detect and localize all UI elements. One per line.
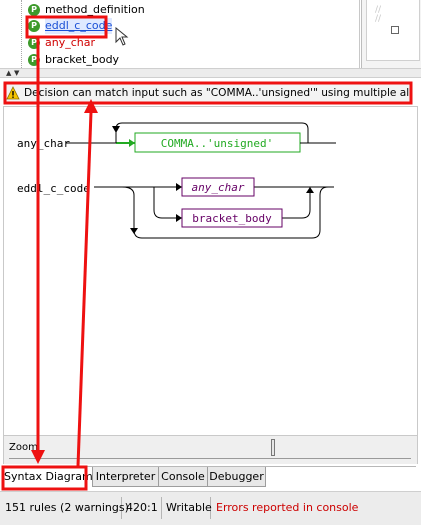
collapse-down-icon[interactable]: ▼: [14, 69, 20, 77]
tab-syntax-diagram[interactable]: Syntax Diagram: [3, 467, 93, 489]
status-cursor-position: 420:1: [124, 497, 162, 519]
zoom-slider-thumb[interactable]: [271, 439, 275, 456]
zoom-bar: Zoom: [3, 436, 418, 464]
bottom-tab-bar: Syntax Diagram Interpreter Console Debug…: [3, 466, 416, 489]
warning-bar: Decision can match input such as "COMMA.…: [3, 83, 411, 103]
rule-label: eddl_c_code: [45, 18, 113, 34]
tab-interpreter[interactable]: Interpreter: [92, 467, 159, 487]
nonterminal-label: bracket_body: [192, 212, 272, 225]
status-rule-count: 151 rules (2 warnings): [3, 497, 129, 519]
overview-handle[interactable]: [391, 26, 399, 34]
status-errors[interactable]: Errors reported in console: [216, 501, 359, 514]
status-bar: 151 rules (2 warnings) 420:1 Writable Er…: [0, 491, 421, 525]
parser-rule-icon: P: [28, 20, 40, 32]
syntax-diagram-svg: any_char COMMA..'unsigned' eddl_c_code a…: [17, 122, 336, 239]
rule-label: method_definition: [45, 3, 145, 16]
status-write-mode: Writable: [164, 497, 212, 519]
overview-panel: ////: [361, 0, 421, 68]
zoom-label: Zoom: [9, 442, 38, 453]
warning-message: Decision can match input such as "COMMA.…: [24, 87, 411, 99]
rule-label: any_char: [45, 36, 96, 49]
rule-list: P method_definition P eddl_c_code P any_…: [3, 0, 360, 68]
pane-splitter[interactable]: ▲ ▼: [0, 68, 421, 78]
collapse-up-icon[interactable]: ▲: [6, 69, 12, 77]
mouse-cursor-icon: [115, 27, 129, 46]
overview-viewport[interactable]: ////: [366, 0, 420, 61]
nonterminal-label: any_char: [192, 181, 245, 194]
warning-icon: [6, 86, 20, 100]
terminal-label: COMMA..'unsigned': [161, 137, 274, 150]
tab-console[interactable]: Console: [158, 467, 208, 487]
diagram-rule-name: eddl_c_code: [17, 182, 90, 195]
zoom-slider-track[interactable]: [9, 458, 411, 459]
syntax-diagram-canvas: any_char COMMA..'unsigned' eddl_c_code a…: [3, 106, 418, 436]
tab-debugger[interactable]: Debugger: [207, 467, 266, 487]
diagram-rule-name: any_char: [17, 137, 70, 150]
rule-label: bracket_body: [45, 53, 120, 66]
parser-rule-icon: P: [28, 37, 40, 49]
parser-rule-icon: P: [28, 54, 40, 66]
parser-rule-icon: P: [28, 4, 40, 16]
tree-connector-line: [21, 0, 22, 68]
hatch-decoration: ////: [375, 5, 382, 24]
